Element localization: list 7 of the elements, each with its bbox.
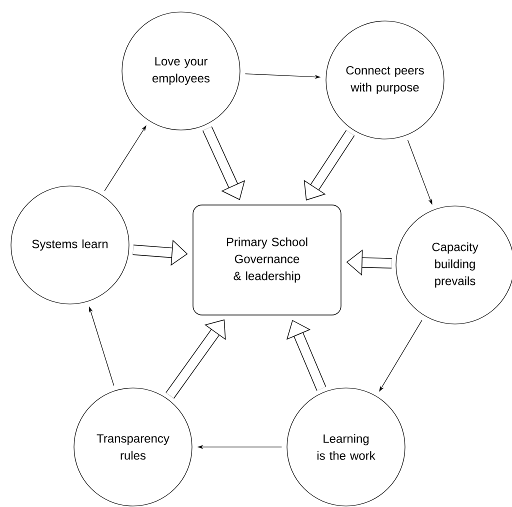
process-box: Primary School Governance & leadership bbox=[192, 204, 342, 316]
circle-node: Systems learn bbox=[10, 186, 130, 304]
circle-node: Learning is the work bbox=[286, 388, 406, 506]
circle-node: Transparency rules bbox=[74, 388, 192, 506]
circle-node: Connect peers with purpose bbox=[326, 20, 444, 140]
circle-node: Love your employees bbox=[122, 12, 240, 130]
block-arrow bbox=[304, 130, 355, 200]
